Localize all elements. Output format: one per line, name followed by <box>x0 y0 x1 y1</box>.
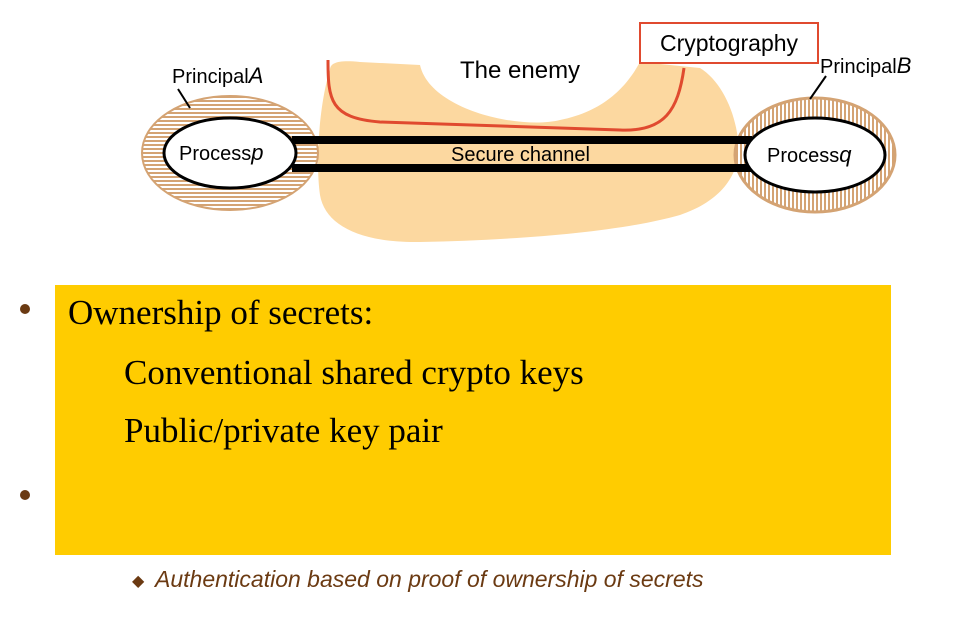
principal-a-var: A <box>248 63 264 88</box>
bullet-2 <box>20 490 30 500</box>
ownership-heading: Ownership of secrets: <box>68 293 374 332</box>
highlight-box <box>55 285 891 555</box>
enemy-region <box>318 61 739 243</box>
bullet-item-shared-keys: Conventional shared crypto keys <box>124 353 584 392</box>
principal-b-prefix: Principal <box>820 56 897 78</box>
process-q-prefix: Process <box>767 145 840 167</box>
sub-item-authentication: Authentication based on proof of ownersh… <box>155 566 704 592</box>
cryptography-curve <box>326 59 686 132</box>
process-p-label: Processp <box>179 140 264 166</box>
principal-b-label: PrincipalB <box>820 53 911 79</box>
principal-a-pointer <box>177 88 191 109</box>
principal-b-pointer <box>809 75 827 100</box>
sub-bullet-diamond: ◆ <box>132 571 145 590</box>
bullet-1 <box>20 304 30 314</box>
principal-a-label: PrincipalA <box>172 63 263 89</box>
process-p-shape <box>162 116 298 190</box>
process-q-shape <box>743 116 887 194</box>
enemy-label: The enemy <box>460 57 581 84</box>
principal-a-prefix: Principal <box>172 66 249 88</box>
principal-b-var: B <box>896 53 912 78</box>
bullet-item-key-pair: Public/private key pair <box>124 411 443 450</box>
process-q-label: Processq <box>767 142 852 168</box>
process-p-prefix: Process <box>179 143 252 165</box>
process-p-var: p <box>251 140 264 165</box>
cryptography-label: Cryptography <box>639 22 819 64</box>
secure-channel-label: Secure channel <box>451 144 590 166</box>
process-q-var: q <box>839 142 852 167</box>
secure-channel-diagram: PrincipalA PrincipalB Processp Processq … <box>0 0 958 260</box>
diagram-graphics <box>141 59 897 243</box>
